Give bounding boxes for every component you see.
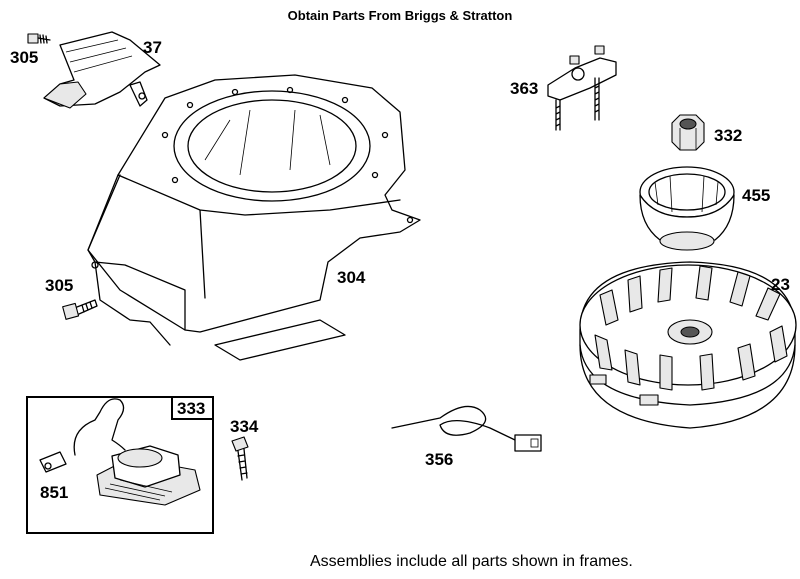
ignition-frame-333 xyxy=(26,396,214,534)
label-851: 851 xyxy=(40,483,68,502)
flywheel-23 xyxy=(579,261,797,429)
label-356: 356 xyxy=(425,450,453,469)
label-363: 363 xyxy=(510,79,538,98)
nut-332 xyxy=(671,114,705,151)
page-title: Obtain Parts From Briggs & Stratton xyxy=(287,8,513,23)
flywheel-fins xyxy=(594,265,788,391)
starter-cup-455 xyxy=(639,166,735,251)
bracket-363 xyxy=(547,45,617,131)
ignition-screw-334 xyxy=(231,436,249,481)
label-305-side: 305 xyxy=(45,276,73,295)
screw-305-top xyxy=(27,33,51,44)
label-305-top: 305 xyxy=(10,48,38,67)
label-334: 334 xyxy=(230,417,259,436)
housing-holes xyxy=(91,86,414,269)
label-455: 455 xyxy=(742,186,770,205)
screw-305-side xyxy=(62,299,98,320)
assembly-note: Assemblies include all parts shown in fr… xyxy=(310,553,633,570)
ground-wire-356 xyxy=(391,405,542,452)
label-23: 23 xyxy=(771,275,790,294)
label-37: 37 xyxy=(143,38,162,57)
shield-37 xyxy=(43,31,161,109)
blower-housing-304 xyxy=(87,74,421,361)
label-304: 304 xyxy=(337,268,366,287)
label-333: 333 xyxy=(177,399,205,418)
label-332: 332 xyxy=(714,126,742,145)
